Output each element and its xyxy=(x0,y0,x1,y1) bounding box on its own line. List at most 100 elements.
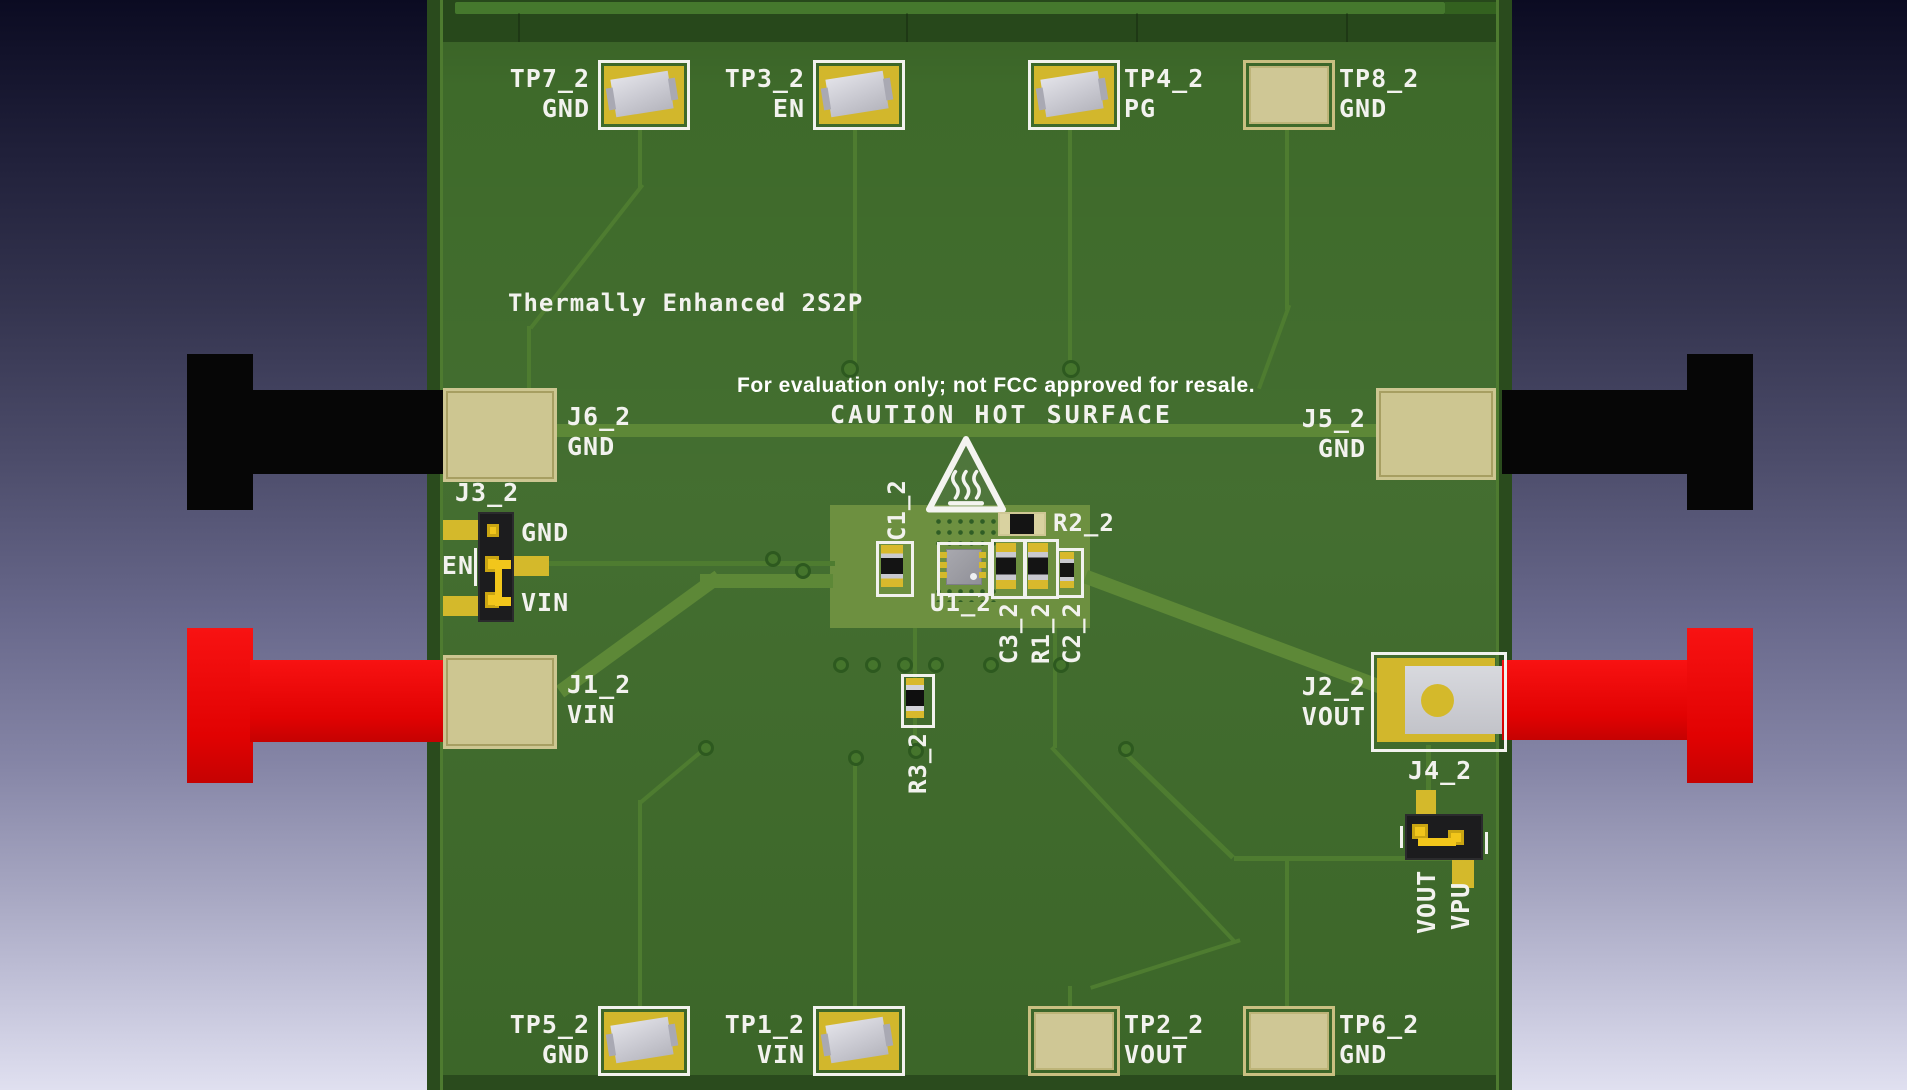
capacitor-c3[interactable] xyxy=(996,543,1016,589)
panel-seam xyxy=(1346,13,1348,42)
j3-pin-gnd xyxy=(487,524,499,537)
testpoint-cap xyxy=(825,1016,889,1064)
via xyxy=(983,657,999,673)
sense-trace xyxy=(1053,628,1057,748)
caution-text: CAUTION HOT SURFACE xyxy=(830,400,1173,429)
u1-pin1-dot xyxy=(970,573,977,580)
banana-plug-black[interactable] xyxy=(187,354,253,510)
c3-label: C3_2 xyxy=(995,602,1023,664)
via xyxy=(848,750,864,766)
panel-seam xyxy=(518,13,520,42)
c2-silk-outline xyxy=(1056,548,1084,598)
j3-shunt-arm xyxy=(495,560,511,569)
j4-vout-trace xyxy=(1426,745,1431,792)
testpoint-tp1[interactable] xyxy=(813,1006,905,1076)
via xyxy=(865,657,881,673)
via xyxy=(908,743,924,759)
board-left-edge xyxy=(427,0,443,1090)
connector-j1-pad[interactable] xyxy=(443,655,557,749)
via xyxy=(765,551,781,567)
via xyxy=(1118,741,1134,757)
capacitor-c2[interactable] xyxy=(1060,552,1074,588)
board-right-edge xyxy=(1496,0,1512,1090)
c2-label: C2_2 xyxy=(1058,602,1086,664)
capacitor-c1[interactable] xyxy=(881,545,903,587)
r3-label: R3_2 xyxy=(904,732,932,794)
testpoint-tp5[interactable] xyxy=(598,1006,690,1076)
r1-label: R1_2 xyxy=(1027,602,1055,664)
via xyxy=(795,563,811,579)
connector-j2-solder xyxy=(1421,684,1454,717)
via xyxy=(698,740,714,756)
resistor-r3[interactable] xyxy=(906,678,924,718)
j3-pad-en xyxy=(513,556,549,576)
board-top-rim xyxy=(455,2,1445,14)
j4-silk-tick xyxy=(1400,826,1403,848)
j3-pad-gnd xyxy=(443,520,479,540)
j3-refdes: J3_2 xyxy=(455,478,520,507)
connector-j2-outline xyxy=(1371,652,1507,752)
tp4-trace xyxy=(1068,128,1072,368)
banana-plug-black-shaft xyxy=(1502,390,1687,474)
via xyxy=(841,360,859,378)
u1-silk-outline xyxy=(937,542,991,596)
j3-silk-tick xyxy=(474,548,477,586)
testpoint-tp8[interactable] xyxy=(1243,60,1335,130)
j3-pin-label-vin: VIN xyxy=(521,588,570,617)
panel-seam xyxy=(1136,13,1138,42)
c1-label: C1_2 xyxy=(883,479,911,541)
j4-refdes: J4_2 xyxy=(1408,756,1473,785)
banana-plug-black[interactable] xyxy=(1687,354,1753,510)
testpoint-tp3[interactable] xyxy=(813,60,905,130)
testpoint-tp7[interactable] xyxy=(598,60,690,130)
tp3-trace xyxy=(853,128,857,368)
tp1-trace xyxy=(853,758,857,1006)
testpoint-cap xyxy=(1040,70,1104,118)
testpoint-tp6[interactable] xyxy=(1243,1006,1335,1076)
j3-shunt[interactable] xyxy=(495,560,502,606)
tp7-trace-lower xyxy=(527,326,531,390)
j4-pad-vout xyxy=(1416,790,1436,818)
banana-plug-red[interactable] xyxy=(1687,628,1753,783)
testpoint-cap xyxy=(825,70,889,118)
j4-shunt[interactable] xyxy=(1418,838,1456,846)
via xyxy=(1062,360,1080,378)
via xyxy=(1053,657,1069,673)
via xyxy=(833,657,849,673)
u1-pin xyxy=(979,572,986,578)
r2-label: R2_2 xyxy=(1053,509,1115,537)
resistor-r2[interactable] xyxy=(1000,514,1044,534)
u1-pin xyxy=(940,552,947,558)
hot-surface-icon xyxy=(922,432,1010,520)
u1-label: U1_2 xyxy=(930,589,992,617)
gnd-trace xyxy=(443,424,1496,437)
via xyxy=(928,657,944,673)
testpoint-tp4[interactable] xyxy=(1028,60,1120,130)
j3-shunt-arm xyxy=(495,597,511,606)
testpoint-tp2[interactable] xyxy=(1028,1006,1120,1076)
banana-plug-red-shaft xyxy=(1502,660,1687,740)
banana-plug-red[interactable] xyxy=(187,628,253,783)
connector-j5-pad[interactable] xyxy=(1376,388,1496,480)
connector-j6-pad[interactable] xyxy=(443,388,557,482)
via xyxy=(897,657,913,673)
tp7-trace xyxy=(638,128,642,188)
vpu-trace xyxy=(1234,856,1460,861)
j3-pin-label-en: EN xyxy=(441,551,474,580)
resistor-r1[interactable] xyxy=(1028,543,1048,589)
eval-note-text: For evaluation only; not FCC approved fo… xyxy=(737,374,1256,397)
ic-u1[interactable] xyxy=(946,549,982,585)
tp2-trace xyxy=(1068,986,1072,1006)
thermal-note-text: Thermally Enhanced 2S2P xyxy=(508,289,864,317)
j3-pad-vin xyxy=(443,596,479,616)
tp5-trace xyxy=(638,800,642,1006)
